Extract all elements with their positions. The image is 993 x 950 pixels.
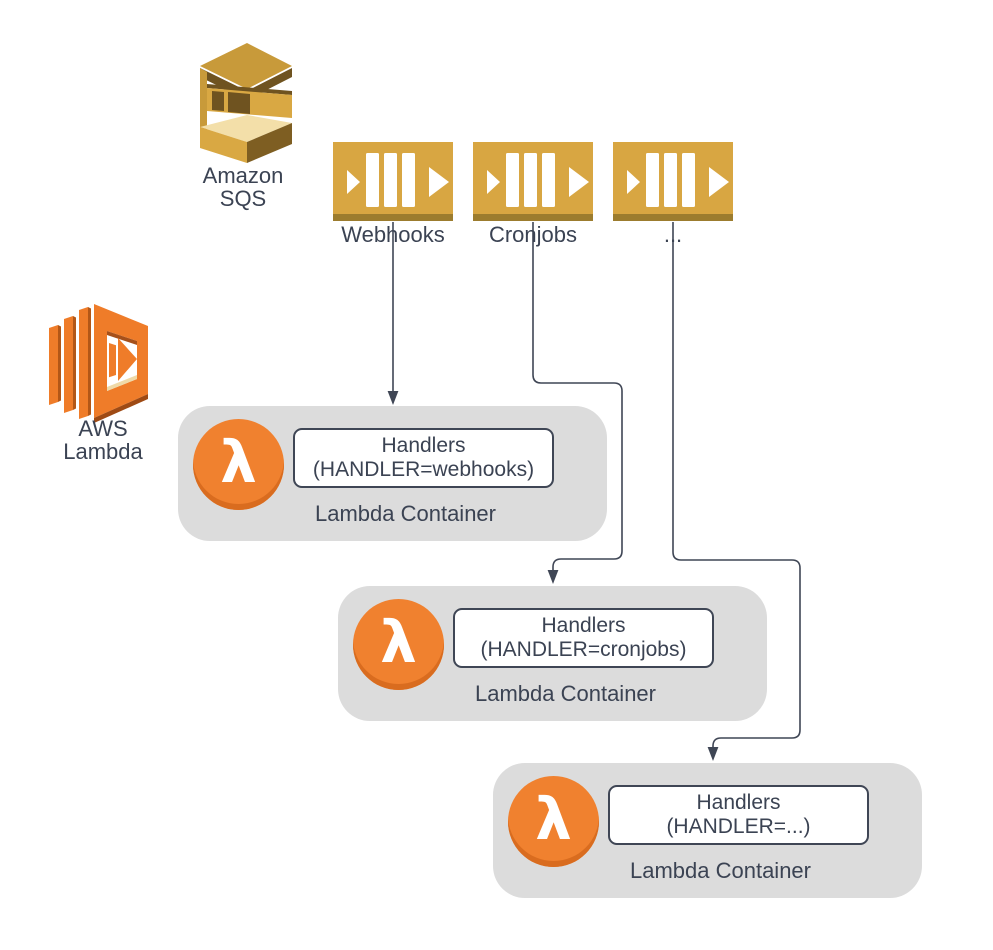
handlers-box: Handlers (HANDLER=webhooks) — [293, 428, 554, 488]
lambda-glyph: λ — [535, 784, 572, 853]
queue-label: Cronjobs — [488, 222, 578, 247]
lambda-container-label: Lambda Container — [474, 681, 656, 706]
sqs-queue-icon — [473, 142, 593, 221]
handlers-title: Handlers — [696, 791, 781, 814]
handlers-box: Handlers (HANDLER=...) — [608, 785, 869, 845]
aws-lambda-service — [48, 302, 150, 424]
lambda-icon: λ — [193, 419, 284, 510]
handlers-config: (HANDLER=webhooks) — [312, 458, 535, 481]
handlers-config: (HANDLER=...) — [666, 815, 811, 838]
lambda-glyph: λ — [380, 607, 417, 676]
amazon-sqs-label-line1: Amazon — [202, 163, 284, 188]
lambda-container-label: Lambda Container — [629, 858, 811, 883]
queue-ellipsis: ... — [613, 142, 733, 247]
queue-cronjobs: Cronjobs — [473, 142, 593, 247]
lambda-container-webhooks: λ Handlers (HANDLER=webhooks) Lambda Con… — [178, 406, 607, 541]
sqs-queue-icon — [333, 142, 453, 221]
aws-lambda-label: AWS Lambda — [23, 417, 183, 463]
aws-lambda-label-line2: Lambda — [63, 439, 143, 464]
lambda-container-cronjobs: λ Handlers (HANDLER=cronjobs) Lambda Con… — [338, 586, 767, 721]
connector-webhooks-arrowhead — [387, 391, 399, 405]
handlers-title: Handlers — [381, 434, 466, 457]
handlers-box: Handlers (HANDLER=cronjobs) — [453, 608, 714, 668]
connector-cronjobs-arrowhead — [547, 570, 559, 584]
amazon-sqs-label: Amazon SQS — [163, 164, 323, 210]
amazon-sqs-icon — [200, 43, 292, 163]
lambda-icon: λ — [508, 776, 599, 867]
connector-ellipsis-arrowhead — [707, 747, 719, 761]
amazon-sqs-label-line2: SQS — [219, 186, 267, 211]
handlers-config: (HANDLER=cronjobs) — [480, 638, 687, 661]
lambda-icon: λ — [353, 599, 444, 690]
queue-webhooks: Webhooks — [333, 142, 453, 247]
sqs-queue-icon — [613, 142, 733, 221]
queue-label: Webhooks — [341, 222, 445, 247]
amazon-sqs-service — [194, 42, 292, 164]
lambda-container-ellipsis: λ Handlers (HANDLER=...) Lambda Containe… — [493, 763, 922, 898]
queue-label: ... — [663, 222, 683, 247]
lambda-glyph: λ — [220, 427, 257, 496]
aws-lambda-label-line1: AWS — [78, 416, 128, 441]
lambda-container-label: Lambda Container — [314, 501, 496, 526]
handlers-title: Handlers — [541, 614, 626, 637]
aws-lambda-icon — [49, 304, 148, 423]
